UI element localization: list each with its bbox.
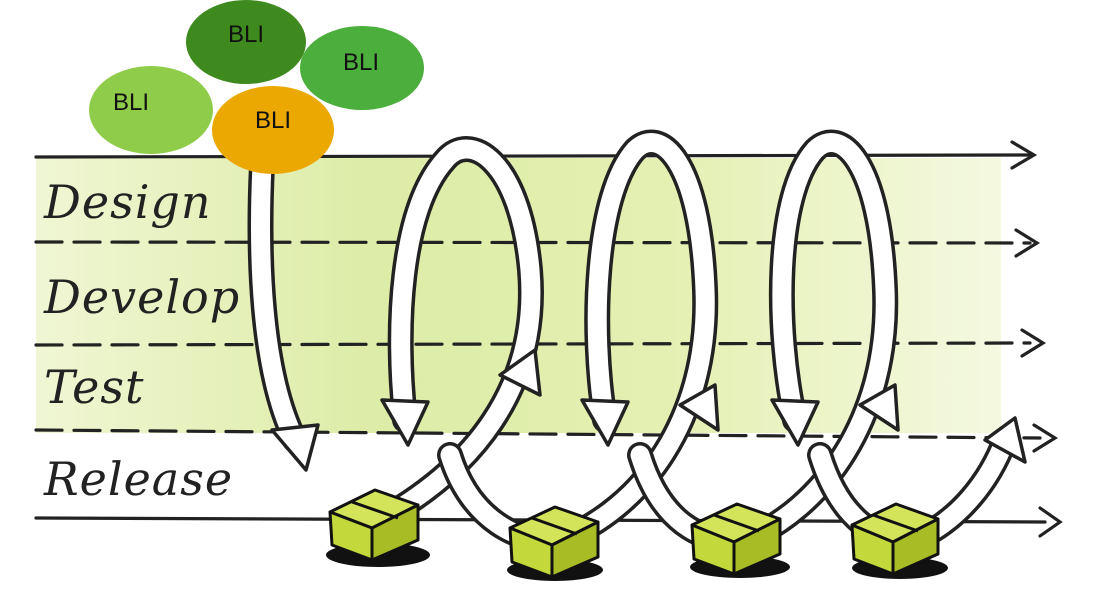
package-2 xyxy=(508,505,600,579)
lane-label-design: Design xyxy=(43,175,212,229)
test-release-divider xyxy=(34,428,1042,440)
top-timeline-line xyxy=(34,153,1032,159)
bli-ellipse-light-green xyxy=(89,66,213,154)
loop-1-fill xyxy=(370,139,541,530)
develop-test-arrowhead xyxy=(1020,328,1047,358)
package-2-seam xyxy=(531,516,578,536)
design-develop-arrowhead xyxy=(1014,228,1041,258)
arrow-initial-descent-fill xyxy=(251,155,305,450)
arrowhead-down-3 xyxy=(580,398,630,447)
backlog-items: BLI BLI BLI BLI xyxy=(89,0,424,174)
bottom-timeline-arrowhead xyxy=(1038,506,1063,538)
package-1-seam xyxy=(351,500,399,520)
bli-ellipse-orange xyxy=(212,86,334,174)
arrowhead-up-3 xyxy=(858,383,900,432)
arrowhead-down-2 xyxy=(380,398,430,447)
release-packages xyxy=(328,488,940,579)
bli-label-light-green: BLI xyxy=(113,89,149,116)
test-release-arrowhead xyxy=(1032,423,1059,453)
package-3-seam xyxy=(713,513,760,533)
arrowhead-up-2 xyxy=(678,383,720,432)
arrowhead-down-4 xyxy=(770,398,820,447)
arrowhead-up-final xyxy=(983,416,1027,464)
package-1-side xyxy=(370,503,420,562)
package-4-seam xyxy=(872,513,919,533)
bli-label-medium-green: BLI xyxy=(343,49,379,76)
lane-label-test: Test xyxy=(44,360,144,414)
package-4 xyxy=(850,502,940,576)
package-3-side xyxy=(732,517,782,576)
bli-ellipse-dark-green xyxy=(186,0,306,84)
arrowhead-down-1 xyxy=(270,423,320,472)
bli-label-orange: BLI xyxy=(255,107,291,134)
arrow-heads xyxy=(270,348,1027,472)
lane-label-release: Release xyxy=(43,452,233,506)
package-4-side xyxy=(891,517,940,576)
package-2-side xyxy=(550,520,600,579)
bli-label-dark-green: BLI xyxy=(228,21,264,48)
package-3 xyxy=(690,502,782,576)
package-1 xyxy=(328,488,420,562)
lane-label-develop: Develop xyxy=(43,270,240,324)
bli-ellipse-medium-green xyxy=(300,26,424,110)
top-timeline-arrowhead xyxy=(1010,140,1038,170)
arrowhead-up-1 xyxy=(498,348,542,397)
